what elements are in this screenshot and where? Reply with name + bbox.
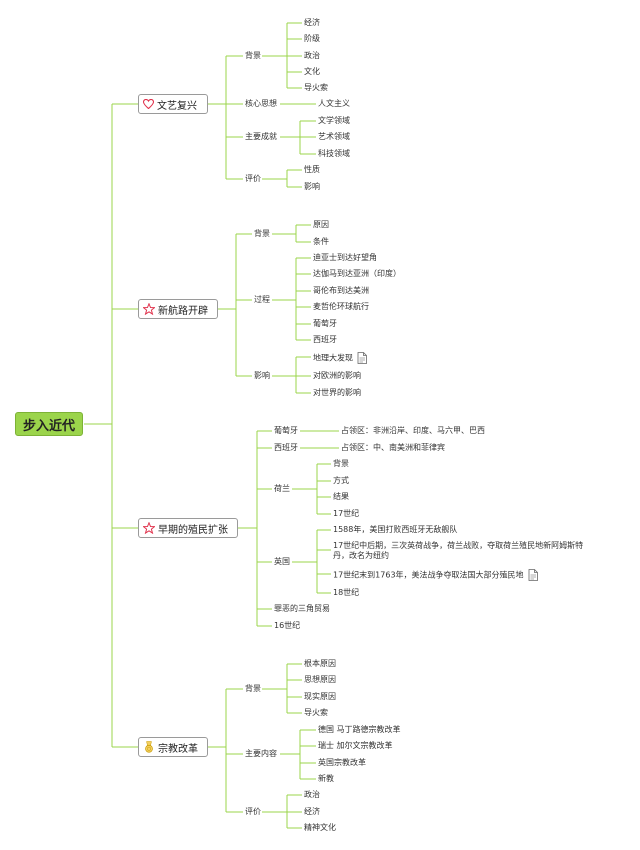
leaf-label[interactable]: 占领区：非洲沿岸、印度、马六甲、巴西 (341, 426, 485, 435)
topic-label: 早期的殖民扩张 (158, 524, 228, 536)
subtopic-label[interactable]: 主要成就 (245, 132, 277, 141)
leaf-label[interactable]: 科技领域 (318, 149, 350, 158)
leaf-text: 17世纪末到1763年，美法战争夺取法国大部分殖民地 (333, 570, 524, 580)
leaf-label[interactable]: 17世纪末到1763年，美法战争夺取法国大部分殖民地 (333, 569, 538, 581)
leaf-label[interactable]: 阶级 (304, 34, 320, 43)
leaf-label[interactable]: 18世纪 (333, 588, 360, 597)
leaf-label[interactable]: 思想原因 (304, 675, 336, 684)
subtopic-label[interactable]: 西班牙 (274, 443, 298, 452)
leaf-label[interactable]: 葡萄牙 (313, 319, 337, 328)
subtopic-label[interactable]: 英国 (274, 557, 290, 566)
subtopic-label[interactable]: 背景 (245, 51, 261, 60)
leaf-label[interactable]: 精神文化 (304, 823, 336, 832)
leaf-label[interactable]: 影响 (304, 182, 320, 191)
subtopic-label[interactable]: 评价 (245, 807, 261, 816)
leaf-label[interactable]: 人文主义 (318, 99, 350, 108)
leaf-label[interactable]: 背景 (333, 459, 349, 468)
topic-reformation[interactable]: 宗教改革 (138, 737, 208, 757)
leaf-label[interactable]: 政治 (304, 51, 320, 60)
topic-label: 宗教改革 (158, 743, 198, 755)
leaf-label[interactable]: 现实原因 (304, 692, 336, 701)
root-topic-label: 步入近代 (22, 418, 75, 434)
topic-renaissance[interactable]: 文艺复兴 (138, 94, 208, 114)
leaf-label[interactable]: 政治 (304, 790, 320, 799)
leaf-label[interactable]: 德国 马丁路德宗教改革 (318, 725, 401, 734)
leaf-label[interactable]: 地理大发现 (313, 352, 367, 364)
leaf-label[interactable]: 英国宗教改革 (318, 758, 366, 767)
subtopic-label[interactable]: 背景 (254, 229, 270, 238)
subtopic-label[interactable]: 背景 (245, 684, 261, 693)
leaf-label[interactable]: 方式 (333, 476, 349, 485)
medal-icon (145, 741, 153, 753)
subtopic-label[interactable]: 葡萄牙 (274, 426, 298, 435)
leaf-label[interactable]: 占领区：中、南美洲和菲律宾 (341, 443, 445, 452)
leaf-label[interactable]: 麦哲伦环球航行 (313, 302, 369, 311)
leaf-label[interactable]: 对世界的影响 (313, 388, 361, 397)
heart-icon (143, 99, 154, 109)
subtopic-label[interactable]: 16世纪 (274, 621, 301, 630)
star-icon (143, 522, 155, 534)
leaf-label[interactable]: 哥伦布到达美洲 (313, 286, 369, 295)
leaf-label[interactable]: 西班牙 (313, 335, 337, 344)
leaf-label[interactable]: 条件 (313, 237, 329, 246)
leaf-label[interactable]: 对欧洲的影响 (313, 371, 361, 380)
leaf-label[interactable]: 17世纪 (333, 509, 360, 518)
leaf-label[interactable]: 文化 (304, 67, 320, 76)
topic-new-sea-routes[interactable]: 新航路开辟 (138, 299, 218, 319)
leaf-label[interactable]: 艺术领域 (318, 132, 350, 141)
leaf-label[interactable]: 导火索 (304, 708, 328, 717)
leaf-label[interactable]: 迪亚士到达好望角 (313, 253, 377, 262)
topic-label: 新航路开辟 (158, 305, 208, 317)
leaf-label[interactable]: 1588年，美国打败西班牙无敌舰队 (333, 525, 458, 534)
subtopic-label[interactable]: 罪恶的三角贸易 (274, 604, 330, 613)
leaf-label[interactable]: 根本原因 (304, 659, 336, 668)
leaf-label[interactable]: 17世纪中后期，三次英荷战争，荷兰战败，夺取荷兰殖民地新阿姆斯特丹，改名为纽约 (333, 541, 584, 560)
leaf-label[interactable]: 性质 (304, 165, 320, 174)
leaf-text: 地理大发现 (313, 353, 353, 363)
subtopic-label[interactable]: 核心思想 (245, 99, 277, 108)
subtopic-label[interactable]: 荷兰 (274, 484, 290, 493)
leaf-label[interactable]: 经济 (304, 18, 320, 27)
root-topic[interactable]: 步入近代 (15, 412, 83, 436)
leaf-label[interactable]: 原因 (313, 220, 329, 229)
leaf-label[interactable]: 新教 (318, 774, 334, 783)
subtopic-label[interactable]: 主要内容 (245, 749, 277, 758)
leaf-label[interactable]: 瑞士 加尔文宗教改革 (318, 741, 393, 750)
leaf-label[interactable]: 文学领域 (318, 116, 350, 125)
leaf-label[interactable]: 达伽马到达亚洲（印度） (313, 269, 401, 278)
subtopic-label[interactable]: 评价 (245, 174, 261, 183)
note-icon[interactable] (528, 569, 538, 581)
leaf-label[interactable]: 结果 (333, 492, 349, 501)
leaf-label[interactable]: 经济 (304, 807, 320, 816)
star-icon (143, 303, 155, 315)
note-icon[interactable] (357, 352, 367, 364)
leaf-label[interactable]: 导火索 (304, 83, 328, 92)
subtopic-label[interactable]: 影响 (254, 371, 270, 380)
topic-label: 文艺复兴 (157, 100, 197, 112)
topic-early-colonial-expansion[interactable]: 早期的殖民扩张 (138, 518, 238, 538)
subtopic-label[interactable]: 过程 (254, 295, 270, 304)
